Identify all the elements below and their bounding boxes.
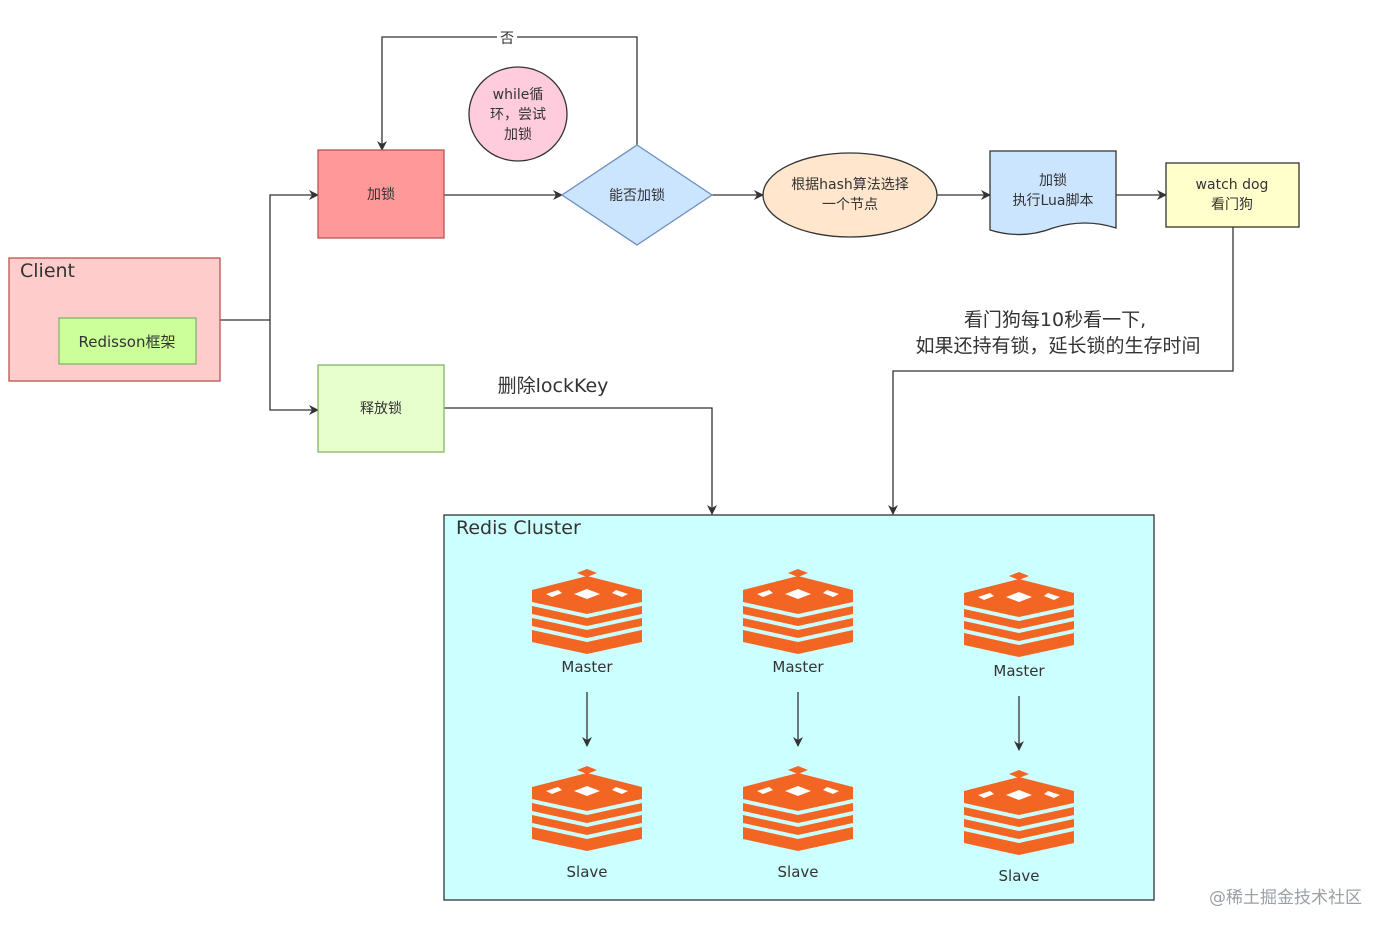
delete-lockkey-label: 删除lockKey <box>498 375 609 397</box>
lua-line2: 执行Lua脚本 <box>1012 193 1093 209</box>
release-to-cluster-arrow <box>444 407 717 515</box>
redisson-framework-box[interactable] <box>58 317 197 365</box>
watchdog-note-line2: 如果还持有锁，延长锁的生存时间 <box>915 335 1200 357</box>
branch-to-release-arrow <box>269 320 319 415</box>
master-1-label: Master <box>561 658 613 676</box>
hash-select-line2: 一个节点 <box>822 197 878 213</box>
redis-master-node-3[interactable]: Master <box>964 572 1074 680</box>
watchdog-line2: 看门狗 <box>1211 197 1253 213</box>
lua-line1: 加锁 <box>1039 173 1067 189</box>
lock-step[interactable]: 加锁 <box>317 149 445 239</box>
redis-master-node-2[interactable]: Master <box>743 569 853 676</box>
retry-note: while循 环，尝试 加锁 <box>468 66 568 162</box>
branch-to-lock-arrow <box>269 190 319 320</box>
slave-2-label: Slave <box>778 863 819 881</box>
retry-note-line1: while循 <box>493 87 544 103</box>
master-3-label: Master <box>993 662 1045 680</box>
watchdog-line1: watch dog <box>1196 177 1269 193</box>
watermark: @稀土掘金技术社区 <box>1209 888 1362 908</box>
client-title: Client <box>20 260 75 282</box>
watchdog-to-cluster-arrow <box>888 227 1234 515</box>
decision-label: 能否加锁 <box>609 188 665 204</box>
hash-select-line1: 根据hash算法选择 <box>791 177 909 193</box>
decision-no-label: 否 <box>500 31 514 47</box>
lua-script-document[interactable]: 加锁 执行Lua脚本 <box>989 150 1117 236</box>
no-label-bg <box>497 29 517 46</box>
master-2-label: Master <box>772 658 824 676</box>
lock-label: 加锁 <box>367 187 395 203</box>
hash-select-step[interactable]: 根据hash算法选择 一个节点 <box>762 152 938 238</box>
release-step[interactable]: 释放锁 <box>317 364 445 453</box>
release-label: 释放锁 <box>360 401 402 417</box>
redis-slave-node-1[interactable]: Slave <box>532 766 642 881</box>
redis-slave-node-3[interactable]: Slave <box>964 770 1074 885</box>
cluster-title: Redis Cluster <box>456 517 581 539</box>
client-container[interactable]: Client Redisson框架 <box>8 257 221 382</box>
retry-note-line3: 加锁 <box>504 127 532 143</box>
watchdog-note-line1: 看门狗每10秒看一下, <box>964 309 1146 331</box>
retry-note-line2: 环，尝试 <box>490 107 546 123</box>
decision-can-lock[interactable]: 能否加锁 <box>560 144 714 246</box>
redis-master-node-1[interactable]: Master <box>532 569 642 676</box>
slave-1-label: Slave <box>567 863 608 881</box>
watchdog-step[interactable]: watch dog 看门狗 <box>1165 162 1300 228</box>
slave-3-label: Slave <box>999 867 1040 885</box>
redis-slave-node-2[interactable]: Slave <box>743 766 853 881</box>
redisson-framework-label: Redisson框架 <box>79 333 176 351</box>
